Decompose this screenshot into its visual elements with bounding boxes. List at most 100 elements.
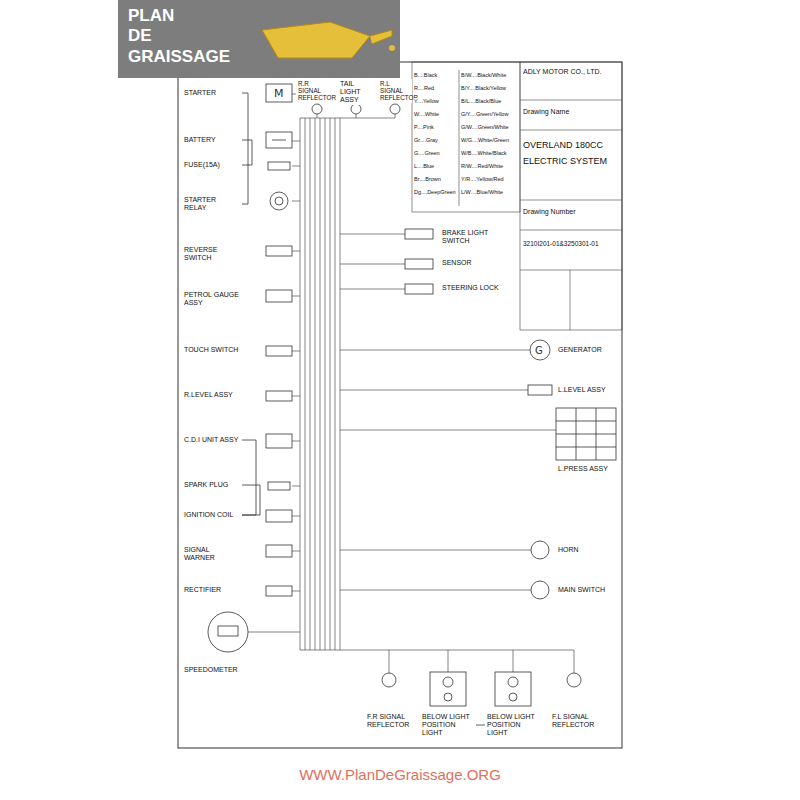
horn-symbol (531, 541, 549, 559)
wire-color-code: P....Pink (414, 124, 458, 130)
wire-color-code: L/W....Blue/White (461, 189, 519, 195)
bulb-symbol (312, 104, 322, 114)
level-symbol (266, 391, 292, 401)
handlebar-switch-table (556, 408, 616, 460)
speedometer-dial (208, 612, 248, 652)
wire-color-code: Y/R....Yellow/Red (461, 176, 519, 182)
component-label: BELOW LIGHTPOSITION LIGHT (420, 712, 476, 738)
wire-color-code: W/B....White/Black (461, 150, 519, 156)
motor-symbol-mark: M (274, 87, 284, 100)
rectifier-symbol (266, 586, 292, 596)
bulb-symbol (443, 677, 453, 687)
grid-line (570, 270, 571, 330)
bulb-symbol (382, 673, 396, 687)
table-grid (556, 408, 616, 460)
component-label: STEERING LOCK (440, 283, 510, 293)
bulb-symbol (444, 693, 452, 701)
bulb-symbol (509, 693, 517, 701)
title-block-text: OVERLAND 180CC (523, 140, 619, 150)
title-block-text: ADLY MOTOR CO., LTD. (523, 68, 619, 76)
grid-line (520, 230, 622, 231)
cdi-symbol (266, 434, 292, 448)
component-label: SENSOR (440, 258, 510, 268)
wire-color-code: L....Blue (414, 163, 458, 169)
component-name: REVERSE SWITCH (184, 246, 240, 262)
bulb-symbol (351, 104, 361, 114)
bulb-symbol (508, 677, 518, 687)
component-label: PETROL GAUGE ASSY (182, 290, 242, 308)
relay-coil (275, 197, 283, 205)
lock-symbol (405, 284, 433, 294)
wire-color-code: R/W....Red/White (461, 163, 519, 169)
wire-connector (476, 725, 485, 726)
battery-symbol (266, 132, 292, 148)
component-name: TOUCH SWITCH (184, 346, 240, 354)
component-label: F.L SIGNAL REFLECTOR (550, 712, 598, 730)
wire-color-code: Br....Brown (414, 176, 458, 182)
component-label: STARTER (182, 88, 242, 98)
wire-connector (242, 485, 260, 515)
bulb-symbol (567, 673, 581, 687)
speedometer-display (218, 626, 238, 636)
component-name: SENSOR (442, 259, 508, 267)
title-block-text: Drawing Number (523, 208, 619, 216)
spark-plug-symbol (268, 482, 290, 490)
color-code-box (412, 62, 520, 212)
component-name: IGNITION COIL (184, 511, 240, 519)
connector-symbol (266, 246, 292, 256)
component-name: BELOW LIGHT (422, 713, 474, 721)
component-symbols: M G (208, 84, 616, 706)
warner-symbol (266, 545, 292, 557)
component-name: BATTERY (184, 136, 240, 144)
component-name: TAIL LIGHT ASSY (340, 80, 372, 104)
wire-color-code: B/W....Black/White (461, 72, 519, 78)
wire-color-code: Gr....Gray (414, 137, 458, 143)
wire-color-code: G/W....Green/White (461, 124, 519, 130)
component-name: STARTER (184, 89, 240, 97)
headlight-symbol (430, 672, 466, 706)
component-label: SPARK PLUG (182, 480, 242, 490)
generator-mark: G (535, 345, 543, 356)
oil-can-icon (262, 22, 370, 58)
component-name: PETROL GAUGE ASSY (184, 291, 240, 307)
component-label: RECTIFIER (182, 585, 242, 595)
component-label: F.R SIGNAL REFLECTOR (365, 712, 413, 730)
component-name: STEERING LOCK (442, 284, 508, 292)
switch-symbol (405, 229, 433, 239)
level-symbol (528, 385, 552, 395)
grid-line (520, 100, 622, 101)
logo-ground (118, 0, 400, 78)
relay-symbol (270, 192, 288, 210)
title-block-grid (412, 62, 622, 330)
wire-color-code: B/L....Black/Blue (461, 98, 519, 104)
bulb-symbol (390, 104, 400, 114)
wire-connector (242, 93, 248, 204)
wire-connector (242, 140, 252, 165)
component-name: GENERATOR (558, 346, 614, 354)
title-block-text: ELECTRIC SYSTEM (523, 156, 619, 166)
wire-color-code: R....Red (414, 85, 458, 91)
component-name: R.LEVEL ASSY (184, 391, 240, 399)
component-name: R.L SIGNAL REFLECTOR (380, 80, 410, 102)
component-label: TAIL LIGHT ASSY (338, 79, 374, 105)
component-label: L.PRESS ASSY (556, 464, 616, 474)
component-label: SIGNAL WARNER (182, 545, 242, 563)
wire-color-code: G....Green (414, 150, 458, 156)
wire-color-code: W....White (414, 111, 458, 117)
component-label: TOUCH SWITCH (182, 345, 242, 355)
component-label: BELOW LIGHTPOSITION LIGHT (485, 712, 541, 738)
component-name: F.R SIGNAL REFLECTOR (367, 713, 411, 729)
component-label: R.L SIGNAL REFLECTOR (378, 79, 412, 103)
component-label: BATTERY (182, 135, 242, 145)
wire-color-code: W/G....White/Green (461, 137, 519, 143)
wire-connector (242, 440, 256, 515)
title-block-text: 3210I201-01&3250301-01 (523, 240, 619, 247)
title-block (520, 62, 622, 330)
component-name: R.R SIGNAL REFLECTOR (298, 80, 332, 102)
component-label: L.LEVEL ASSY (556, 385, 616, 395)
component-label: HORN (556, 545, 616, 555)
component-name: F.L SIGNAL REFLECTOR (552, 713, 596, 729)
